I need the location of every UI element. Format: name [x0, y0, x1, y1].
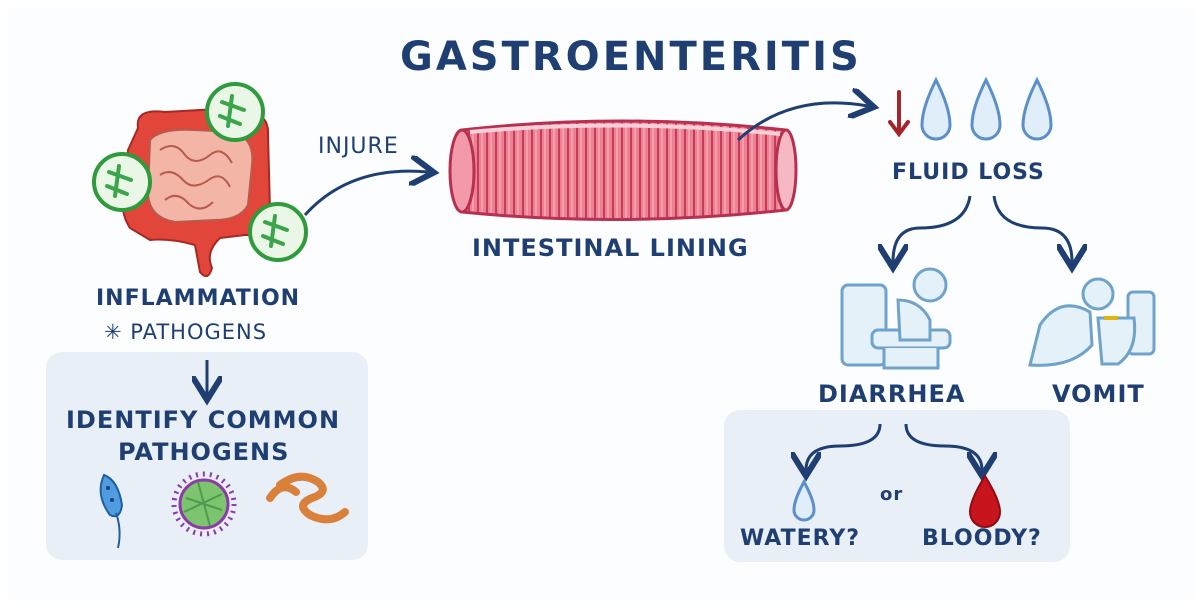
water-drop-icon [972, 80, 1000, 139]
intestinal-lining-label: INTESTINAL LINING [472, 234, 749, 262]
vomit-label: VOMIT [1052, 380, 1145, 408]
fluid-loss-label: FLUID LOSS [892, 160, 1045, 185]
water-drop-icon [1023, 80, 1051, 139]
worm-icon [270, 477, 345, 520]
water-drop-icon [794, 482, 814, 520]
pathogen-icon [94, 154, 150, 210]
down-arrow-icon [890, 92, 908, 134]
identify-pathogens-label-line1: IDENTIFY COMMON [66, 406, 340, 434]
pathogen-icon [250, 204, 306, 260]
virus-icon [174, 474, 234, 534]
toilet-person-icon [842, 269, 950, 368]
blood-drop-icon [970, 476, 1000, 527]
inflammation-label: INFLAMMATION [96, 286, 300, 311]
watery-label: WATERY? [740, 526, 860, 551]
or-label: or [880, 484, 903, 505]
water-drop-icon [922, 80, 950, 139]
pathogen-icon [207, 84, 263, 140]
vomit-person-icon [1030, 279, 1154, 365]
pathogens-label: ✳ PATHOGENS [104, 320, 267, 344]
page-title: GASTROENTERITIS [400, 34, 862, 80]
diarrhea-label: DIARRHEA [818, 380, 965, 408]
bloody-label: BLOODY? [922, 526, 1042, 551]
injure-label: INJURE [318, 134, 399, 159]
bacterium-icon [101, 475, 122, 548]
identify-pathogens-label-line2: PATHOGENS [118, 438, 289, 466]
